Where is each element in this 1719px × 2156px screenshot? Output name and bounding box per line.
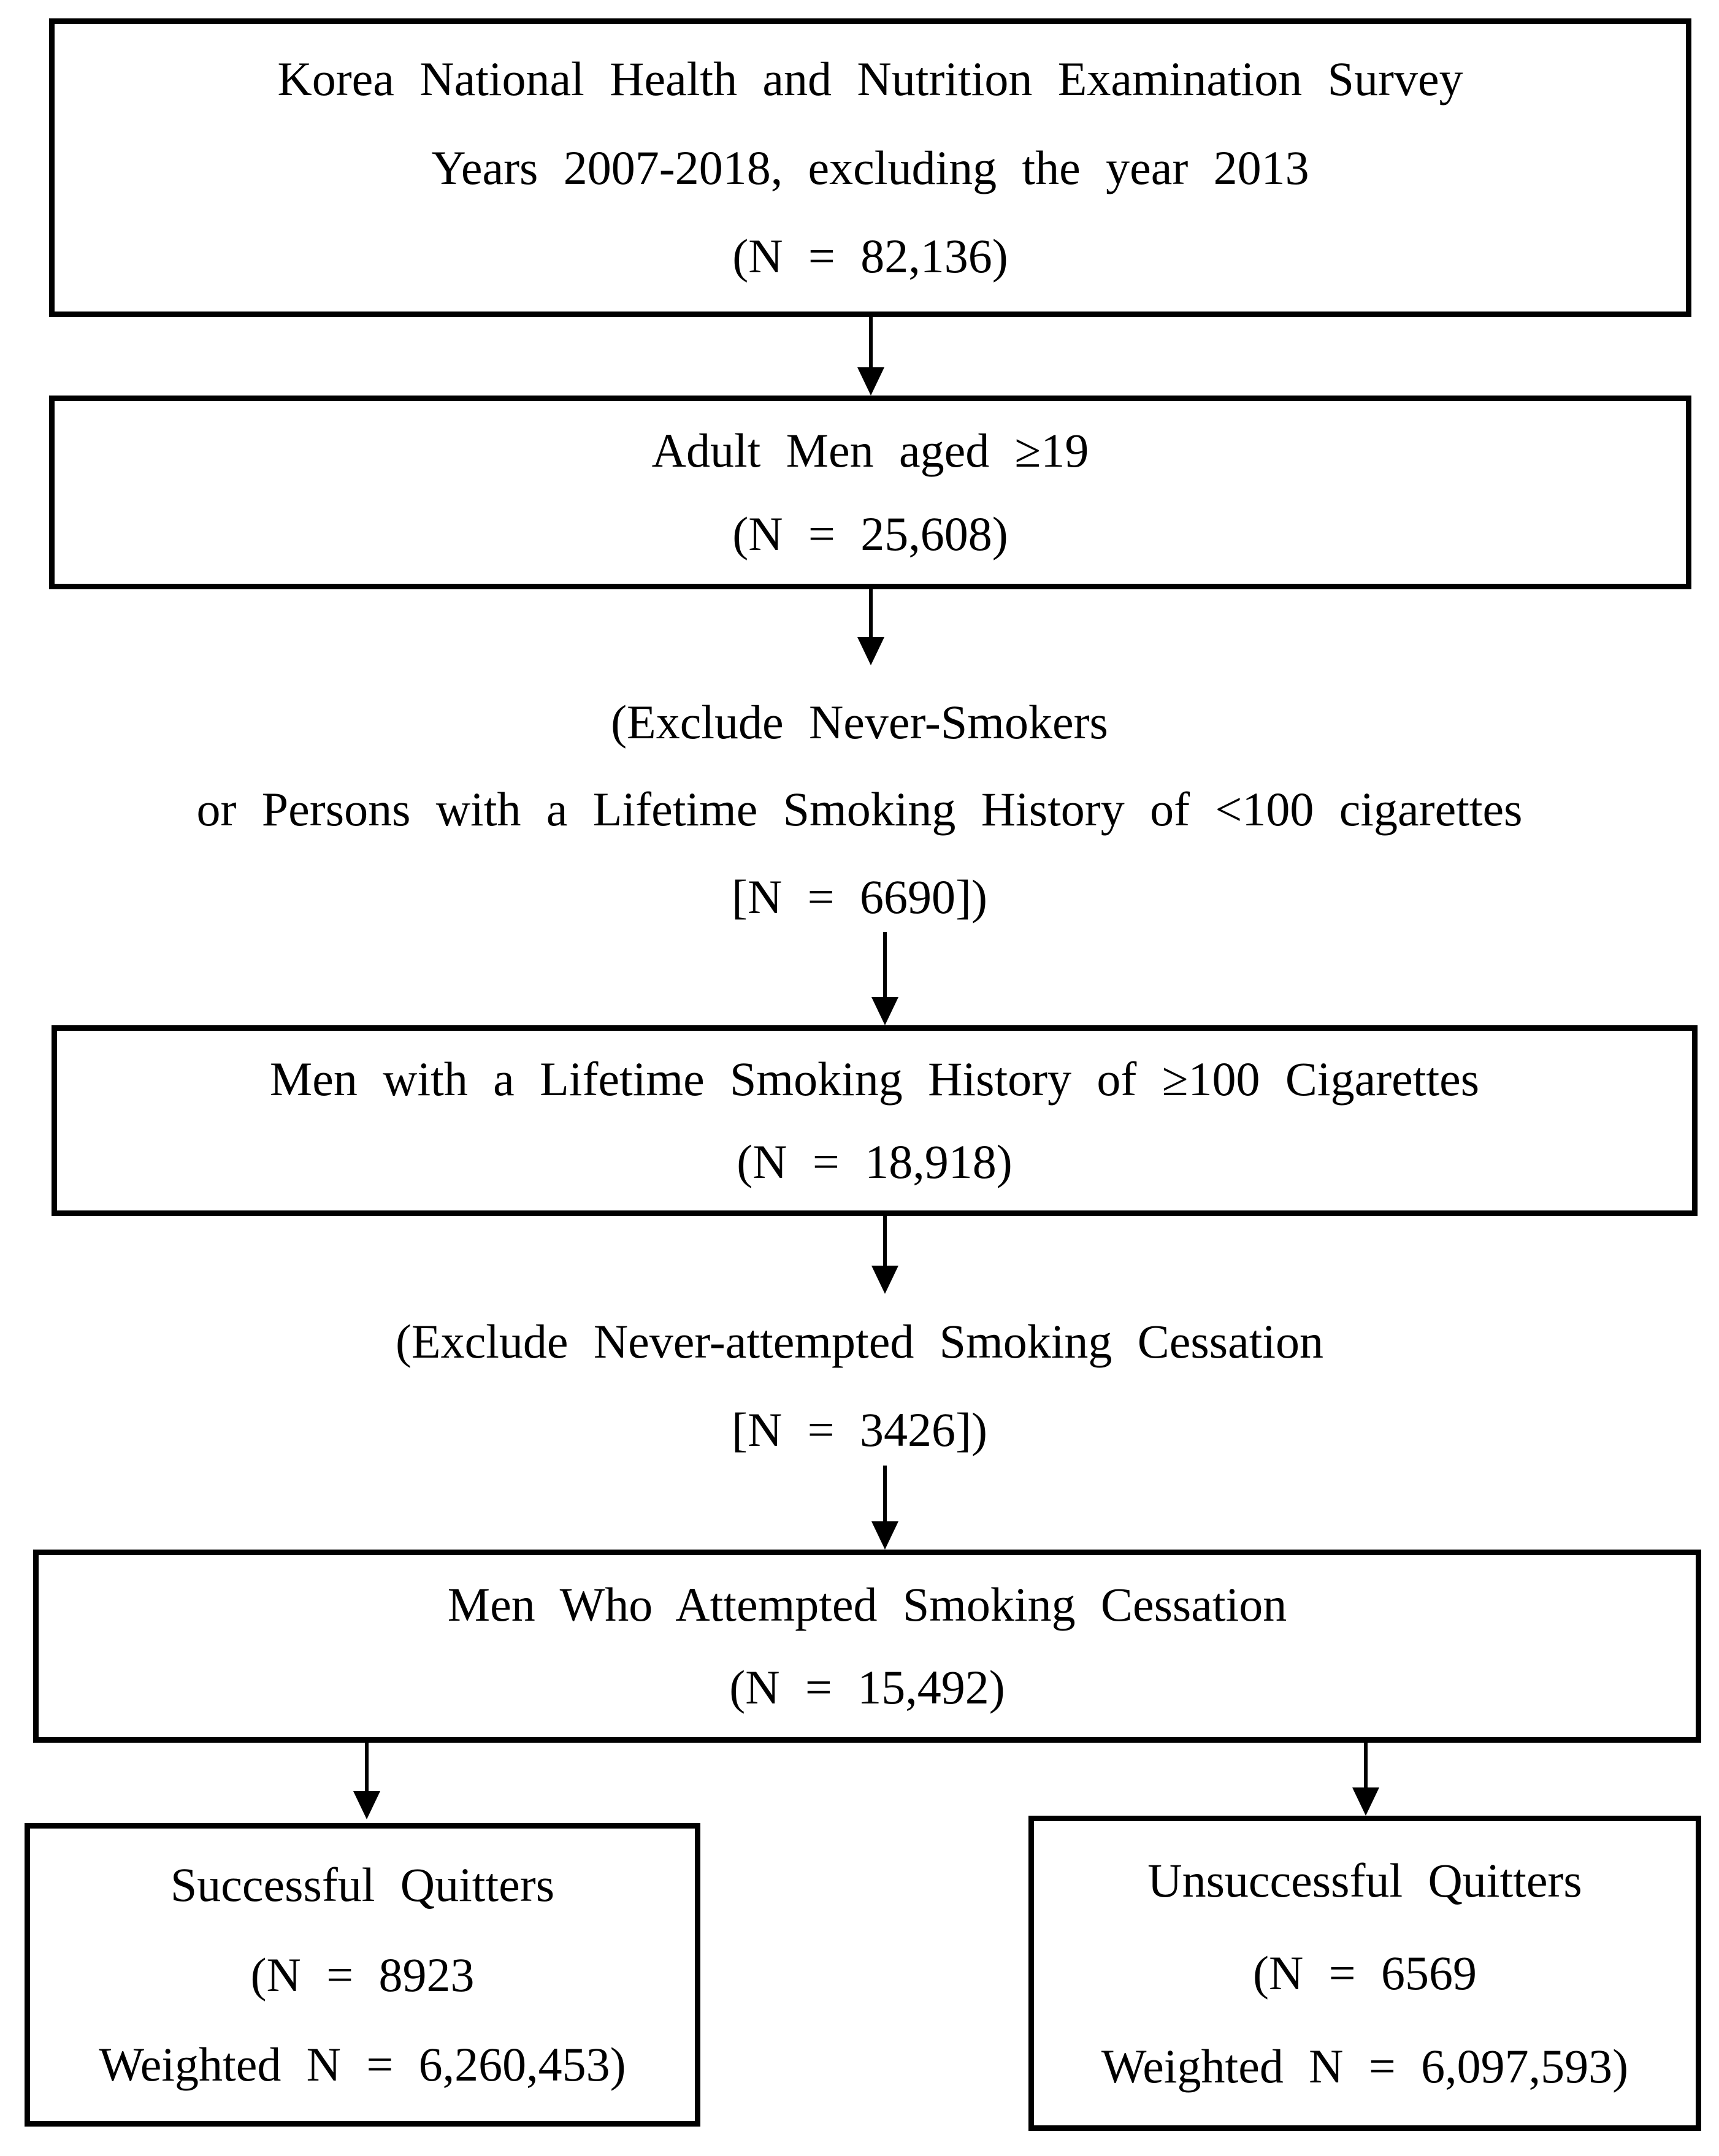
flow-text-line: Years 2007-2018, excluding the year 2013 xyxy=(431,140,1309,194)
flow-text-line: Korea National Health and Nutrition Exam… xyxy=(277,52,1463,105)
flow-box-attempted-cessation: Men Who Attempted Smoking Cessation (N =… xyxy=(33,1550,1701,1743)
flow-box-survey: Korea National Health and Nutrition Exam… xyxy=(49,18,1691,317)
flow-text-line: (N = 15,492) xyxy=(729,1661,1005,1714)
flow-text-line: or Persons with a Lifetime Smoking Histo… xyxy=(196,782,1523,836)
arrow-shaft xyxy=(365,1743,369,1795)
arrow-head-icon xyxy=(871,1521,898,1550)
flow-text-line: (Exclude Never-Smokers xyxy=(611,695,1108,749)
arrow-shaft xyxy=(1364,1743,1368,1791)
flow-text-line: Weighted N = 6,097,593) xyxy=(1101,2039,1629,2093)
down-arrow xyxy=(871,932,898,1025)
exclusion-note-never-smokers: (Exclude Never-Smokers or Persons with a… xyxy=(0,668,1719,950)
flow-box-smoking-history: Men with a Lifetime Smoking History of ≥… xyxy=(52,1025,1698,1216)
arrow-head-icon xyxy=(857,637,884,665)
flow-text-line: Men Who Attempted Smoking Cessation xyxy=(447,1577,1287,1631)
arrow-shaft xyxy=(883,1216,887,1269)
down-arrow xyxy=(857,589,884,665)
down-arrow xyxy=(871,1216,898,1294)
flow-text-line: (N = 82,136) xyxy=(732,229,1008,283)
arrow-shaft xyxy=(883,1466,887,1525)
flow-text-line: Men with a Lifetime Smoking History of ≥… xyxy=(269,1052,1480,1106)
flow-box-adult-men: Adult Men aged ≥19 (N = 25,608) xyxy=(49,396,1691,589)
down-arrow xyxy=(353,1743,380,1819)
arrow-head-icon xyxy=(857,367,884,396)
flow-text-line: (N = 18,918) xyxy=(737,1134,1013,1188)
arrow-head-icon xyxy=(353,1791,380,1819)
flow-text-line: Adult Men aged ≥19 xyxy=(651,424,1089,477)
flow-text-line: (N = 6569 xyxy=(1253,1946,1477,2000)
flow-text-line: Weighted N = 6,260,453) xyxy=(99,2038,626,2092)
flow-text-line: Unsuccessful Quitters xyxy=(1147,1853,1582,1907)
arrow-shaft xyxy=(869,589,873,641)
flow-text-line: Successful Quitters xyxy=(170,1857,555,1911)
flow-text-line: [N = 3426]) xyxy=(732,1402,987,1456)
arrow-head-icon xyxy=(871,1266,898,1294)
down-arrow xyxy=(857,317,884,396)
flow-text-line: [N = 6690]) xyxy=(732,870,987,923)
flow-text-line: (N = 25,608) xyxy=(732,507,1008,560)
down-arrow xyxy=(1352,1743,1379,1816)
arrow-head-icon xyxy=(1352,1787,1379,1816)
arrow-shaft xyxy=(869,317,873,371)
arrow-head-icon xyxy=(871,997,898,1025)
arrow-shaft xyxy=(883,932,887,1001)
flow-box-successful-quitters: Successful Quitters (N = 8923 Weighted N… xyxy=(25,1823,700,2127)
flow-text-line: (N = 8923 xyxy=(250,1948,475,2001)
flow-text-line: (Exclude Never-attempted Smoking Cessati… xyxy=(395,1315,1324,1369)
exclusion-note-never-attempted: (Exclude Never-attempted Smoking Cessati… xyxy=(0,1288,1719,1484)
down-arrow xyxy=(871,1466,898,1550)
flow-box-unsuccessful-quitters: Unsuccessful Quitters (N = 6569 Weighted… xyxy=(1028,1816,1701,2131)
